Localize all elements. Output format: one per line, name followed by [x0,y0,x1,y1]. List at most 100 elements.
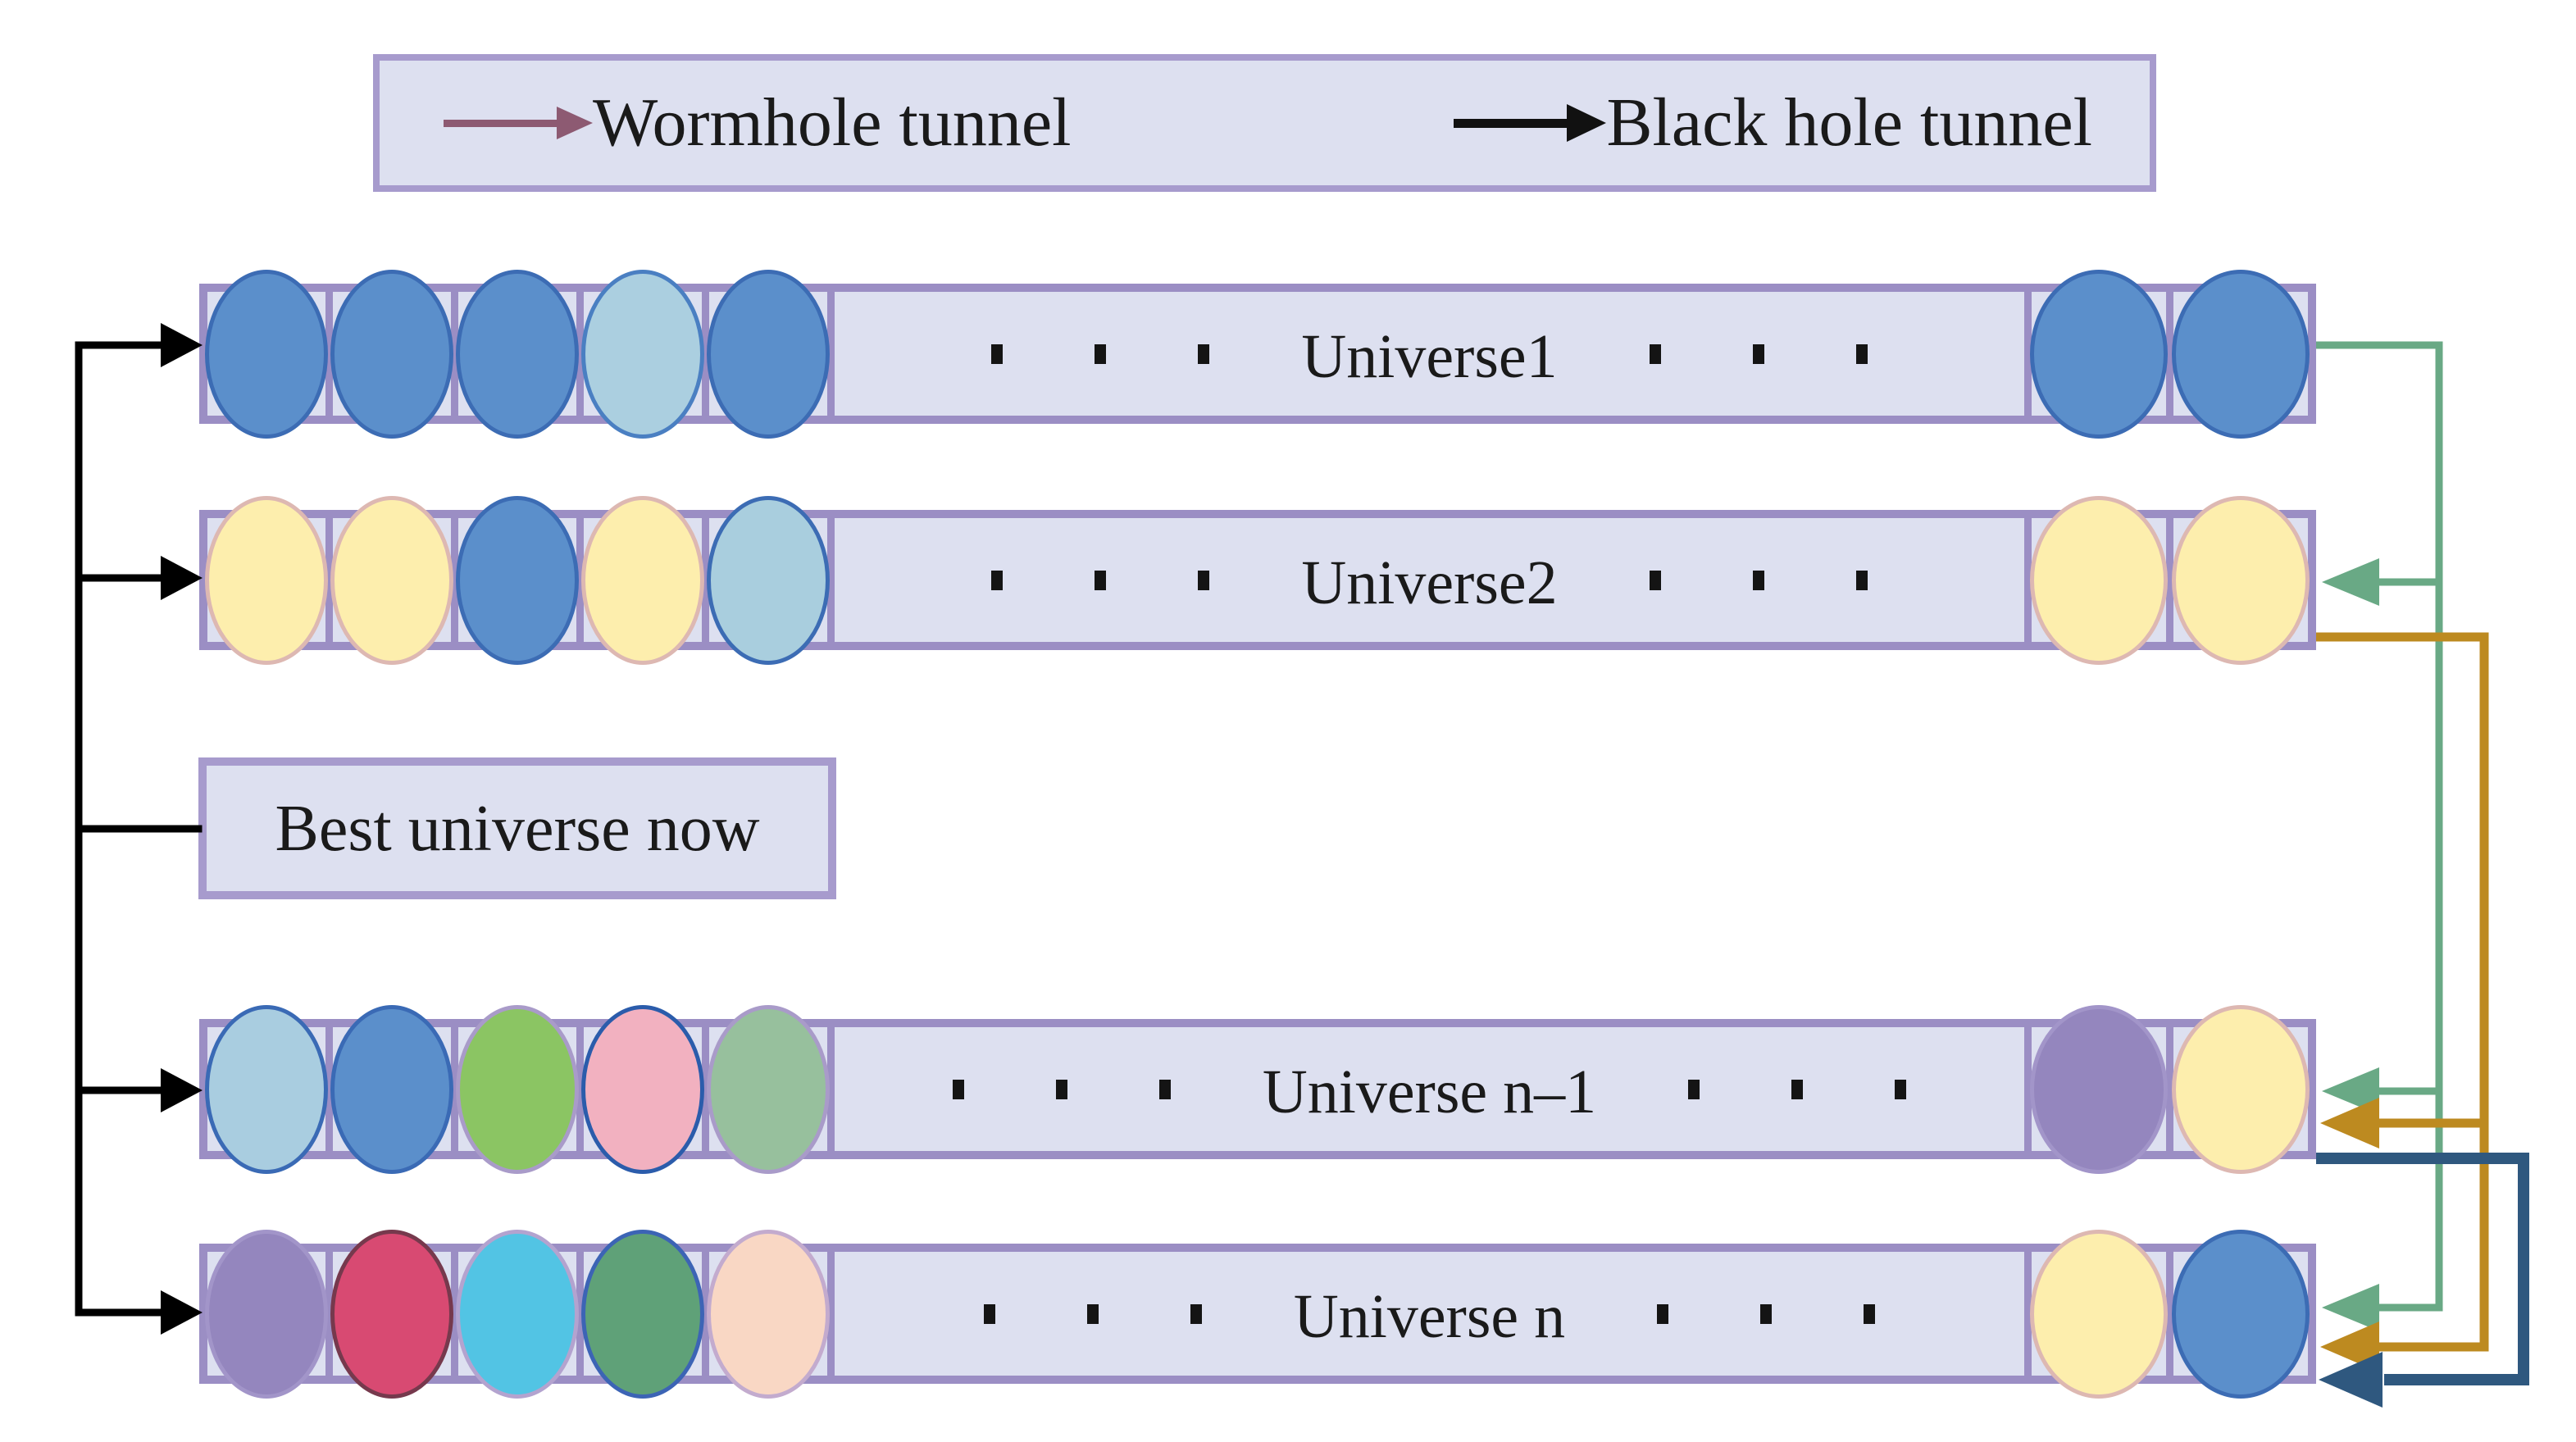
universe2-label: Universe2 [1301,548,1558,617]
blackhole-arrow-icon [1454,104,1607,142]
universe2-cell [2172,495,2310,665]
universe-n-cell [707,1229,835,1399]
ellipsis-dot [1752,343,1764,364]
planet-icon [330,269,453,439]
planet-icon [2172,269,2310,439]
universe2-cell [330,495,458,665]
ellipsis-dot [1657,1303,1669,1324]
ellipsis-dot [952,1079,964,1099]
arrowhead-icon [2319,1352,2383,1408]
universe-n1-cell [2030,1004,2173,1174]
arrowhead-icon [2322,1067,2379,1115]
planet-icon [2030,1004,2168,1174]
universe-n-cell [456,1229,584,1399]
universe1-cell [330,269,458,439]
ellipsis-dot [1095,570,1107,590]
arrowhead-icon [161,323,203,367]
ellipsis-dot [991,570,1004,590]
planet-icon [581,1004,704,1174]
planet-icon [2030,495,2168,665]
planet-icon [330,1004,453,1174]
ellipsis-dot [983,1303,995,1324]
universe-n1-tunnel-connector [2316,1153,2529,1408]
universe-n1-cell [2172,1004,2310,1174]
best-universe-box: Best universe now [198,757,836,899]
ellipsis-dot [1095,343,1107,364]
ellipsis-dot [1086,1303,1099,1324]
planet-icon [330,1229,453,1399]
arrowhead-icon [2320,1098,2379,1149]
legend-item-blackhole: Black hole tunnel [1454,89,2092,157]
ellipsis-dot [1190,1303,1202,1324]
legend-item-wormhole: Wormhole tunnel [444,89,1071,157]
planet-icon [707,269,830,439]
ellipsis-dot [991,343,1004,364]
planet-icon [707,1229,830,1399]
ellipsis-dot [1855,343,1868,364]
ellipsis-dot [1864,1303,1876,1324]
universe1-cell [2172,269,2310,439]
planet-icon [456,1004,579,1174]
planet-icon [2172,495,2310,665]
arrowhead-icon [2322,558,2379,606]
universe-n-cell [2172,1229,2310,1399]
universe2-cell [581,495,709,665]
universe-n1-cell [456,1004,584,1174]
universe2-cell [707,495,835,665]
ellipsis-dot [1055,1079,1067,1099]
planet-icon [456,1229,579,1399]
universe-n-cell [2030,1229,2173,1399]
universe1-cell [205,269,333,439]
planet-icon [2030,1229,2168,1399]
wormhole-arrow-icon [444,107,593,139]
planet-icon [707,1004,830,1174]
universe-row-1: Universe1 [199,269,2316,439]
ellipsis-dot [1688,1079,1700,1099]
universe2-cell [456,495,584,665]
planet-icon [581,1229,704,1399]
arrowhead-icon [161,1290,203,1335]
universe1-tunnel-connector [2316,341,2443,1331]
planet-icon [205,1229,328,1399]
universe-n-cell [581,1229,709,1399]
universe1-cell [707,269,835,439]
universe-n1-cell [707,1004,835,1174]
planet-icon [330,495,453,665]
planet-icon [581,269,704,439]
universe-row-n: Universe n [199,1229,2316,1399]
universe2-cell [2030,495,2173,665]
planet-icon [456,495,579,665]
planet-icon [2030,269,2168,439]
blackhole-tunnel-connector [75,323,203,1335]
universe-n1-cell [330,1004,458,1174]
planet-icon [456,269,579,439]
universe2-cell [205,495,333,665]
planet-icon [2172,1229,2310,1399]
ellipsis-dot [1760,1303,1773,1324]
ellipsis-dot [1198,570,1210,590]
arrowhead-icon [2322,1284,2379,1331]
universe-n-label: Universe n [1293,1281,1566,1351]
ellipsis-dot [1158,1079,1171,1099]
planet-icon [2172,1004,2310,1174]
universe1-cell [456,269,584,439]
universe2-middle-cell: Universe2 [835,518,2032,642]
legend: Wormhole tunnel Black hole tunnel [373,54,2156,192]
universe-n-cell [330,1229,458,1399]
universe2-tunnel-connector [2316,632,2489,1372]
universe1-middle-cell: Universe1 [835,292,2032,416]
planet-icon [205,269,328,439]
arrowhead-icon [161,556,203,600]
arrowhead-icon [161,1068,203,1112]
ellipsis-dot [1855,570,1868,590]
universe-n1-cell [205,1004,333,1174]
planet-icon [205,495,328,665]
wormhole-legend-label: Wormhole tunnel [593,84,1072,161]
ellipsis-dot [1791,1079,1804,1099]
universe-n-cell [205,1229,333,1399]
ellipsis-dot [1198,343,1210,364]
ellipsis-dot [1895,1079,1907,1099]
ellipsis-dot [1649,570,1661,590]
universe-n1-cell [581,1004,709,1174]
